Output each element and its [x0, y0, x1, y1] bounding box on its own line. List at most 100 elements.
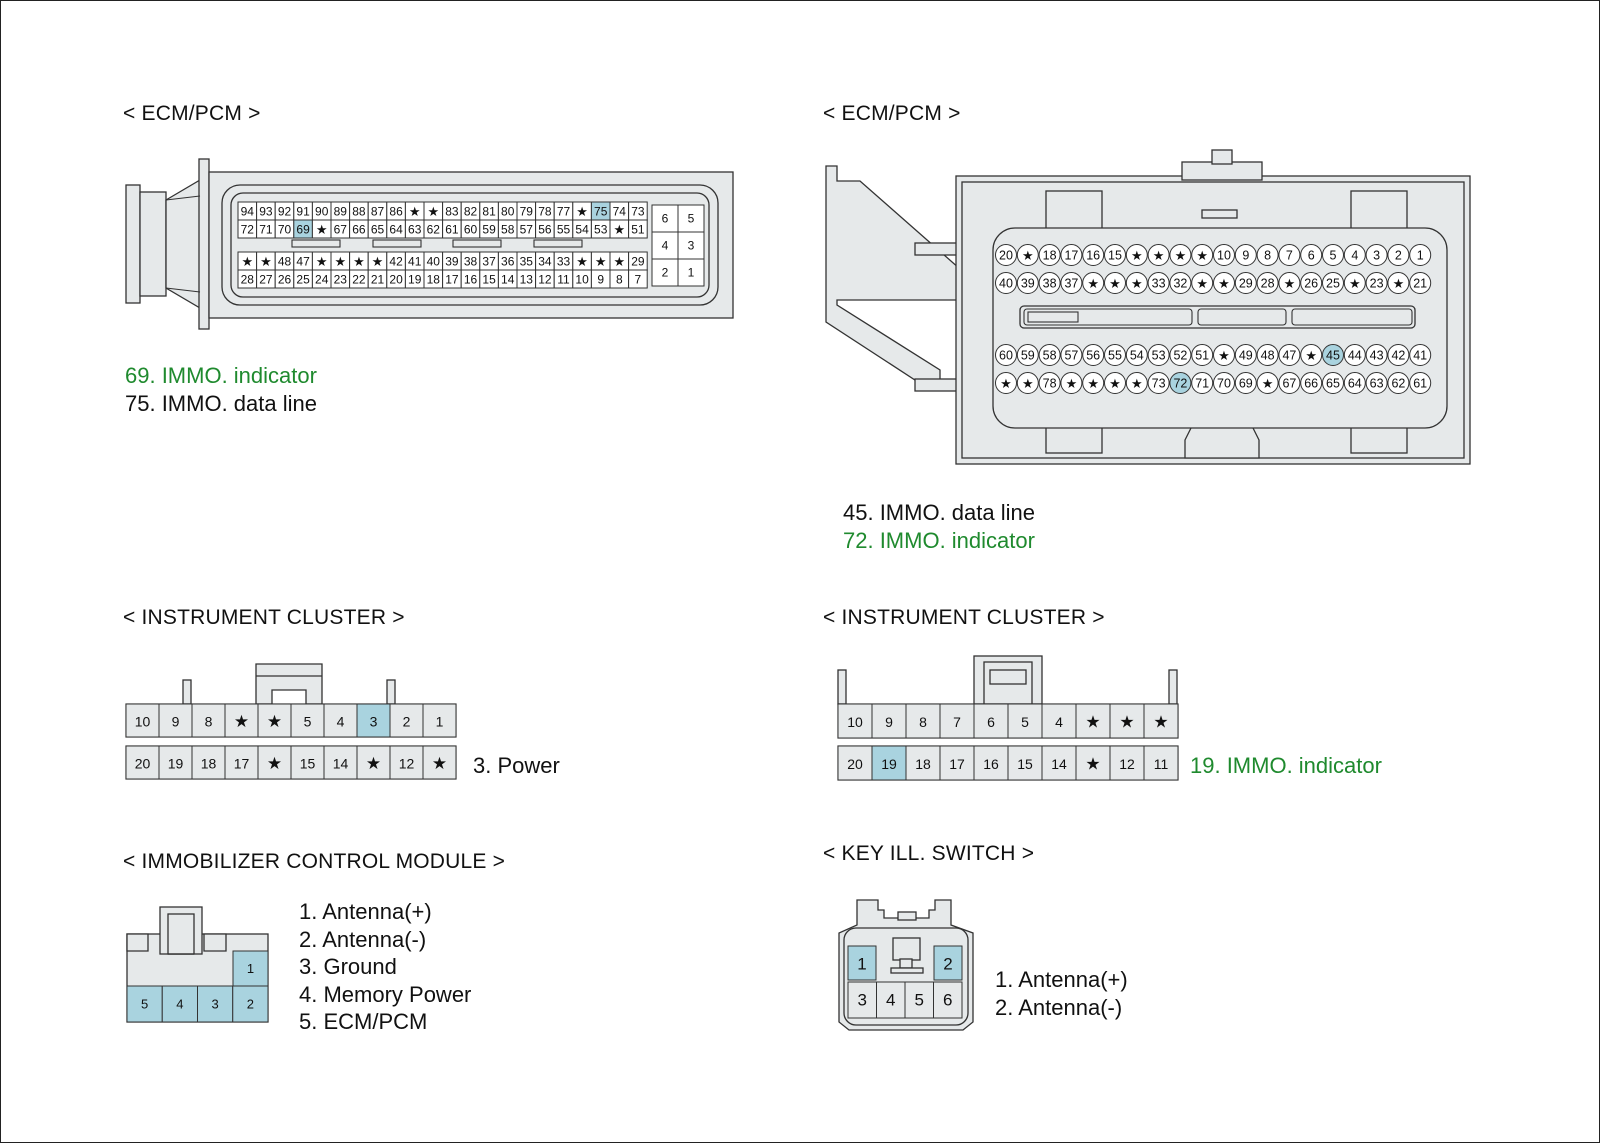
pin-label: 8 — [919, 714, 927, 730]
pin-cell — [389, 745, 424, 780]
pin-cell — [1409, 372, 1432, 394]
pin-label: 25 — [296, 273, 310, 287]
pin-label: 65 — [371, 223, 385, 237]
pin-label: 23 — [1370, 277, 1384, 291]
pin-label: 75 — [594, 205, 608, 219]
pin-cell — [1147, 244, 1170, 266]
pin-label: 20 — [999, 249, 1013, 263]
pin-label: 61 — [1413, 377, 1427, 391]
pin-cell — [1213, 272, 1235, 294]
pin-cell — [1060, 272, 1083, 294]
pin-label: 48 — [1261, 349, 1275, 363]
pin-cell — [422, 703, 457, 738]
pin-label: 4 — [1055, 714, 1063, 730]
pin-label: 89 — [334, 205, 348, 219]
pin-cell — [1365, 372, 1388, 394]
cluster-left-legend: 3. Power — [473, 752, 560, 780]
ecm-right-title: < ECM/PCM > — [823, 102, 961, 125]
pin-label: ★ — [595, 254, 607, 269]
pin-label: 47 — [296, 255, 310, 269]
pin-cell — [1082, 272, 1105, 294]
pin-cell — [1278, 244, 1301, 266]
pin-label: 2 — [662, 266, 669, 280]
pin-cell — [628, 269, 648, 289]
pin-cell — [1082, 344, 1105, 366]
pin-cell — [677, 204, 705, 233]
pin-label: ★ — [613, 222, 625, 237]
pin-cell — [1143, 745, 1179, 781]
pin-label: ★ — [267, 712, 282, 731]
pin-label: 83 — [445, 205, 459, 219]
pin-label: 21 — [371, 273, 385, 287]
pin-label: ★ — [334, 254, 346, 269]
pin-cell — [1038, 272, 1061, 294]
pin-cell — [1109, 745, 1145, 781]
pin-label: ★ — [1000, 376, 1012, 391]
pin-cell — [1191, 272, 1214, 294]
pin-cell — [1038, 344, 1061, 366]
pin-label: 23 — [334, 273, 348, 287]
pin-label: 24 — [315, 273, 329, 287]
pin-cell — [257, 703, 292, 738]
pin-label: 1 — [688, 266, 695, 280]
pin-cell — [1038, 244, 1061, 266]
pin-label: 58 — [501, 223, 515, 237]
pin-label: 5 — [304, 714, 312, 730]
pin-label: 63 — [1370, 377, 1384, 391]
pin-label: 14 — [1051, 756, 1067, 772]
pin-cell — [905, 703, 941, 739]
pin-cell — [1082, 372, 1105, 394]
pin-label: 12 — [538, 273, 552, 287]
pin-label: 29 — [631, 255, 645, 269]
legend-item: 2. Antenna(-) — [299, 926, 427, 952]
pin-cell — [1387, 272, 1410, 294]
pin-label: 1 — [436, 714, 444, 730]
pin-label: 59 — [482, 223, 496, 237]
pin-label: 94 — [241, 205, 255, 219]
ecm-right-legend: 45. IMMO. data line 72. IMMO. indicator — [843, 499, 1035, 554]
legend-item: 1. Antenna(+) — [995, 967, 1128, 992]
pin-label: 60 — [464, 223, 478, 237]
pin-label: 34 — [538, 255, 552, 269]
pin-label: ★ — [1153, 248, 1165, 263]
pin-label: 38 — [464, 255, 478, 269]
pin-cell — [995, 244, 1017, 266]
pin-label: ★ — [372, 254, 384, 269]
pin-cell — [628, 219, 648, 239]
pin-label: 93 — [259, 205, 273, 219]
pin-label: 64 — [389, 223, 403, 237]
pin-label: 67 — [334, 223, 348, 237]
pin-label: ★ — [260, 254, 272, 269]
pin-label: 39 — [445, 255, 459, 269]
pin-cell — [871, 745, 907, 781]
pin-label: ★ — [613, 254, 625, 269]
pin-cell — [1278, 344, 1301, 366]
pin-cell — [1256, 344, 1279, 366]
pin-cell — [1041, 703, 1077, 739]
pin-label: ★ — [1196, 276, 1208, 291]
pin-label: 27 — [259, 273, 273, 287]
pin-cell — [1213, 244, 1235, 266]
pin-cell — [1016, 272, 1039, 294]
pin-cell — [161, 985, 198, 1023]
pin-label: 1 — [247, 961, 254, 976]
pin-cell — [1104, 344, 1126, 366]
pin-label: ★ — [1087, 276, 1099, 291]
pin-label: ★ — [1218, 348, 1230, 363]
pin-cell — [158, 703, 193, 738]
pin-label: 82 — [464, 205, 478, 219]
pin-label: 67 — [1282, 377, 1296, 391]
pin-cell — [1169, 272, 1192, 294]
pin-label: 65 — [1326, 377, 1340, 391]
pin-label: 70 — [278, 223, 292, 237]
pin-cell — [1143, 703, 1179, 739]
pin-cell — [1104, 372, 1126, 394]
pin-cell — [1387, 244, 1410, 266]
pin-label: 41 — [1413, 349, 1427, 363]
pin-cell — [1343, 372, 1366, 394]
pin-label: 54 — [1130, 349, 1144, 363]
pin-label: 53 — [594, 223, 608, 237]
pin-cell — [422, 745, 457, 780]
pin-label: 77 — [557, 205, 571, 219]
